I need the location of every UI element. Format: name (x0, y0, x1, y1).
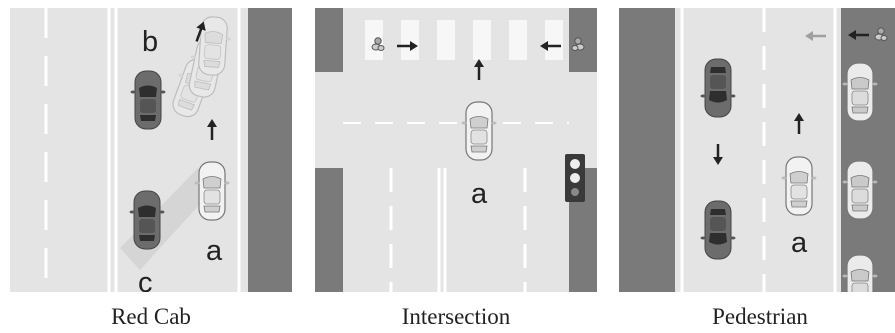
label-a: a (791, 227, 808, 259)
oncoming-car (700, 58, 736, 118)
traffic-light (565, 154, 585, 202)
oncoming-car (700, 200, 736, 260)
label-b: b (142, 26, 158, 58)
crosswalk (365, 20, 563, 60)
car-c (129, 190, 165, 250)
parked-car (841, 254, 879, 292)
corner-block (315, 168, 343, 292)
scenario-pedestrian: a (619, 8, 895, 292)
red-cab-scene: b a c (10, 8, 292, 292)
road-shoulder (619, 8, 675, 292)
parked-car (841, 62, 879, 122)
label-c: c (138, 267, 153, 292)
scenario-red-cab: b a c (10, 8, 292, 292)
pedestrian-scene: a (619, 8, 895, 292)
car-a (193, 161, 231, 221)
label-a: a (471, 178, 488, 210)
caption-intersection: Intersection (401, 304, 511, 329)
parked-car (841, 160, 879, 220)
parking-lane (841, 8, 895, 292)
intersection-scene: a (315, 8, 597, 292)
car-b (130, 70, 166, 130)
car-a (780, 156, 818, 216)
road-shoulder (248, 8, 292, 292)
caption-pedestrian: Pedestrian (712, 304, 808, 329)
caption-red-cab: Red Cab (111, 304, 191, 329)
label-a: a (206, 235, 223, 267)
corner-block (569, 8, 597, 72)
car-a (460, 101, 498, 161)
corner-block (315, 8, 343, 72)
scenario-intersection: a (315, 8, 597, 292)
